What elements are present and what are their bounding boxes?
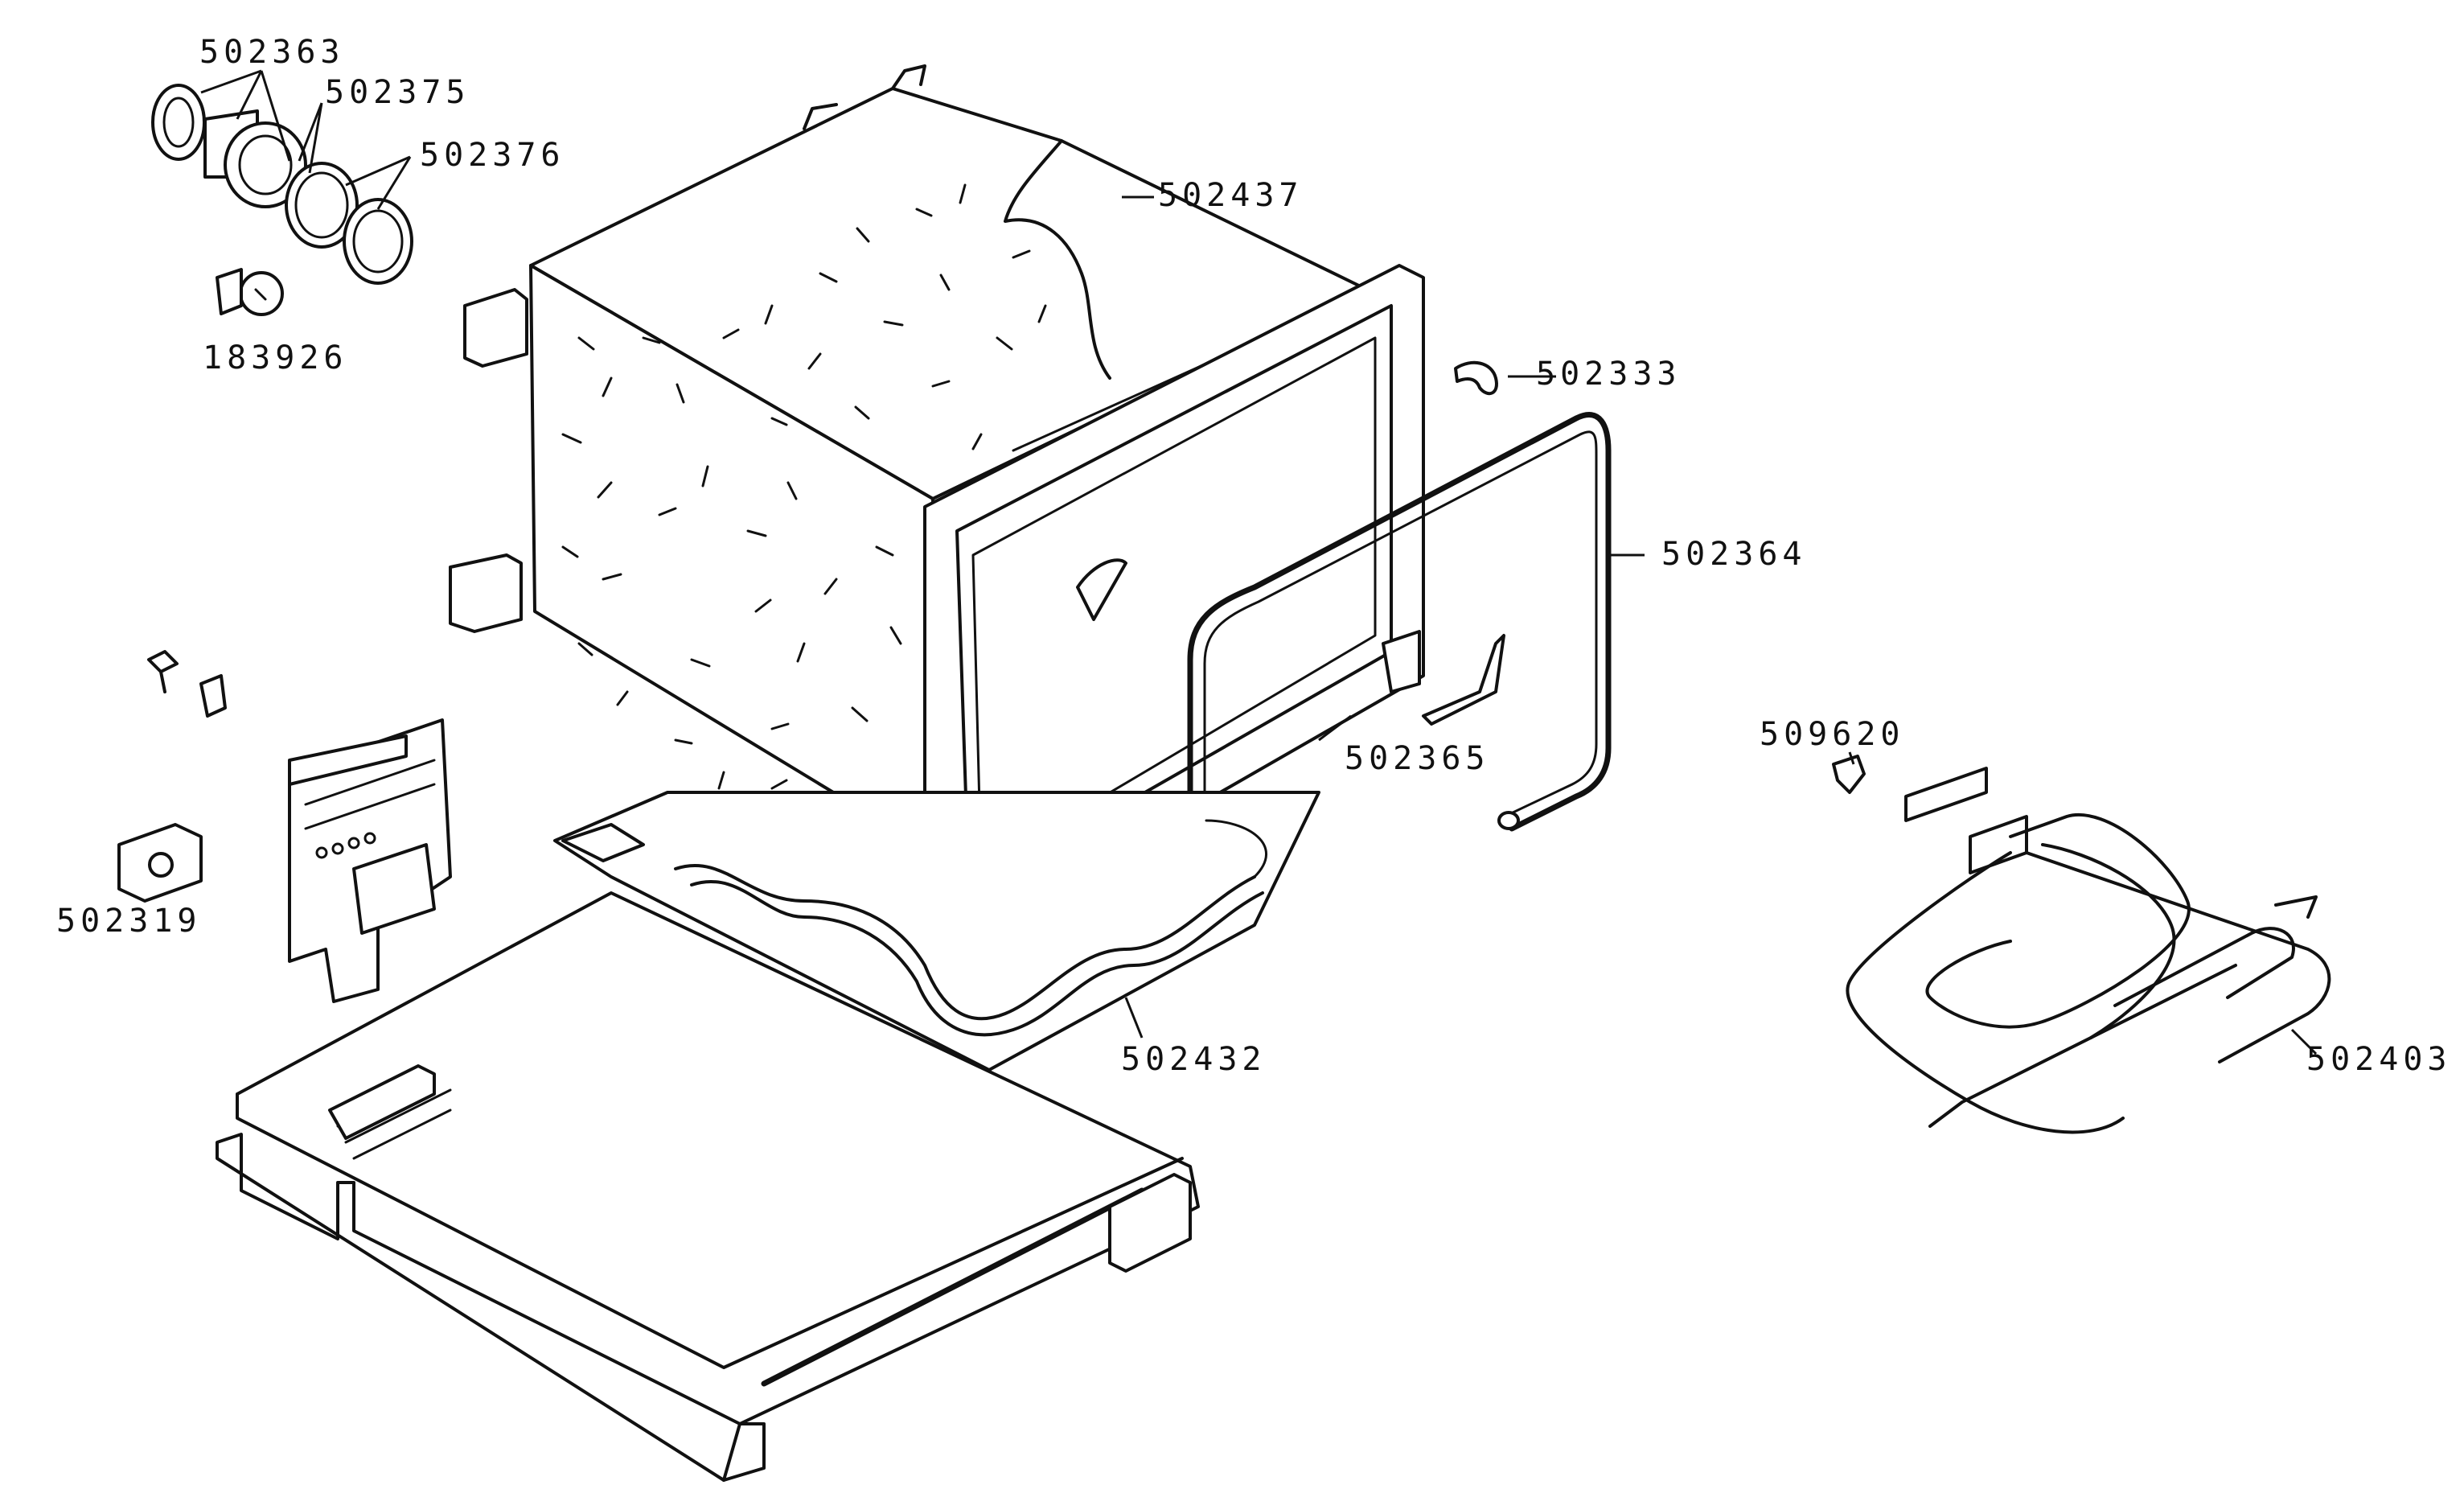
label-oven-cavity: 502437 [1158,177,1304,214]
oven-lamp-parts [151,84,413,316]
leader-lines [200,69,2318,1055]
part-labels: 502363 502375 502376 183926 502437 50233… [56,34,2452,1078]
label-terminal-clip: 509620 [1760,716,1905,753]
label-base-element: 502432 [1121,1041,1267,1078]
label-rack-support: 502364 [1661,536,1807,573]
label-lamp-gasket: 502375 [325,74,470,111]
label-rod-bracket: 502365 [1345,740,1490,777]
rod-bracket [1422,634,1505,726]
label-lamp-holder: 502363 [199,34,345,71]
label-rack-clip: 502333 [1536,356,1682,393]
base-element [553,791,1320,1072]
label-terminal-block: 502319 [56,903,202,940]
terminal-block-assembly [117,650,227,903]
rack-support-rod [1187,412,1612,952]
bottom-pan [216,891,1200,1482]
label-lamp-cover: 502376 [420,137,565,174]
grill-element [1846,767,2331,1134]
label-grill-element: 502403 [2306,1041,2452,1078]
rack-support-end [1497,811,1520,830]
insulation-texture [561,183,1047,827]
control-plate [288,718,452,1003]
label-lamp-bulb: 183926 [203,339,348,376]
rack-clip [1454,360,1498,396]
terminal-clip [1832,755,1866,794]
